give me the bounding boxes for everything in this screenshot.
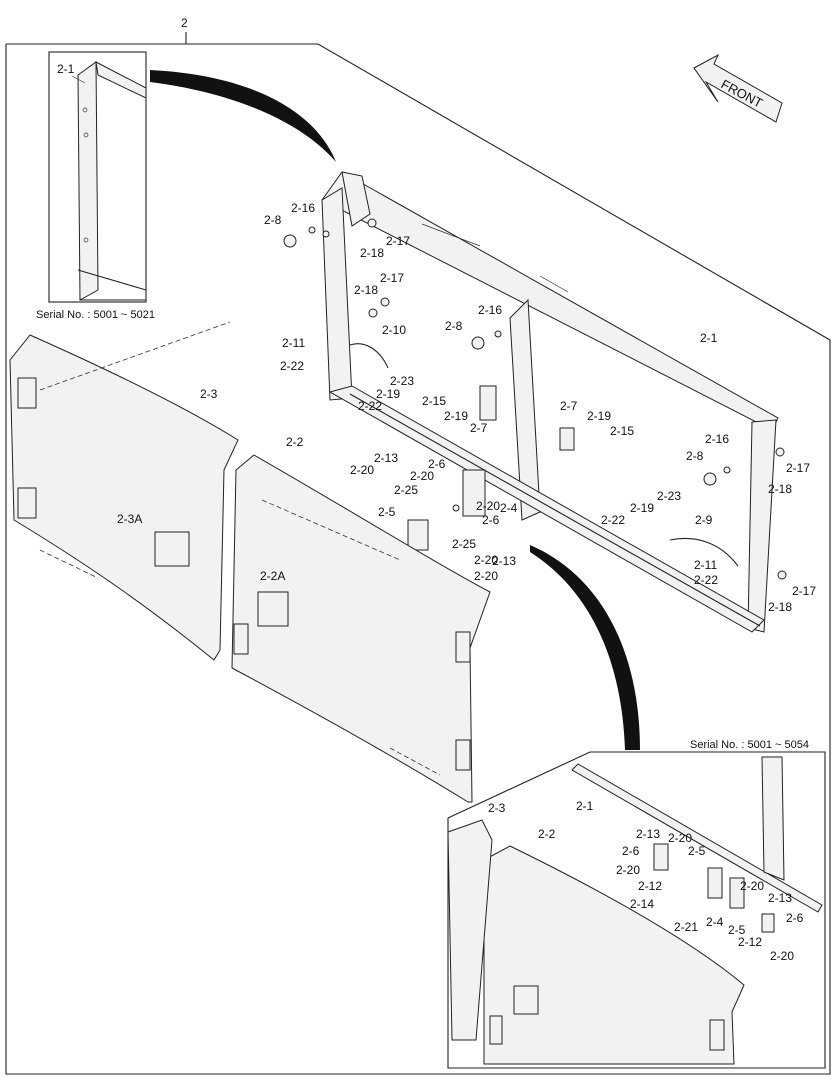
front-arrow-icon: FRONT — [693, 53, 783, 123]
callout-2-23: 2-23 — [657, 489, 681, 503]
inset-bottom: Serial No. : 5001 ~ 5054 2-1 2-3 2-2 2-13 2-… — [447, 739, 826, 1069]
inset-callout-2-21: 2-21 — [674, 920, 698, 934]
callout-2-17: 2-17 — [786, 461, 810, 475]
inset-callout-2-6: 2-6 — [786, 911, 804, 925]
inset-callout-2-5: 2-5 — [728, 923, 746, 937]
inset-callout-2-20: 2-20 — [616, 863, 640, 877]
inset-callout-2-13: 2-13 — [636, 827, 660, 841]
main-frame — [321, 171, 779, 633]
assembly-number: 2 — [181, 16, 188, 30]
callout-2-11: 2-11 — [694, 558, 717, 572]
callout-2-19: 2-19 — [444, 409, 468, 423]
assembly-boundary: 2 — [5, 16, 831, 1075]
inset-callout-2-20: 2-20 — [668, 831, 692, 845]
door-panel-2-2 — [231, 454, 491, 803]
inset-callout-2-5: 2-5 — [688, 844, 706, 858]
callout-2-2A: 2-2A — [260, 569, 285, 583]
side-panel-2-3 — [9, 321, 239, 661]
callout-2-18: 2-18 — [768, 600, 792, 614]
callout-2-15: 2-15 — [610, 424, 634, 438]
hardware — [283, 218, 787, 580]
callout-2-25: 2-25 — [394, 483, 418, 497]
inset-callout-2-4: 2-4 — [706, 915, 724, 929]
callout-2-7: 2-7 — [560, 399, 578, 413]
callout-2-18: 2-18 — [354, 283, 378, 297]
callout-2-20: 2-20 — [350, 463, 374, 477]
callout-2-3A: 2-3A — [117, 512, 142, 526]
inset-callout-2-20: 2-20 — [770, 949, 794, 963]
inset-arrow-top — [150, 70, 336, 162]
callout-2-22: 2-22 — [358, 399, 382, 413]
inset-bottom-serial: Serial No. : 5001 ~ 5054 — [690, 739, 809, 751]
callout-2-13: 2-13 — [374, 451, 398, 465]
callout-2-8: 2-8 — [264, 213, 282, 227]
inset-callout-2-20: 2-20 — [740, 879, 764, 893]
inset-callout-2-3: 2-3 — [488, 801, 506, 815]
callout-2-25: 2-25 — [452, 537, 476, 551]
callout-2-6: 2-6 — [482, 513, 500, 527]
inset-callout-2-13: 2-13 — [768, 891, 792, 905]
callout-2-20: 2-20 — [474, 569, 498, 583]
callout-2-20: 2-20 — [476, 499, 500, 513]
inset-arrow-bottom — [530, 545, 640, 750]
callout-2-18: 2-18 — [360, 246, 384, 260]
callout-2-19: 2-19 — [630, 501, 654, 515]
callout-2-8: 2-8 — [445, 319, 463, 333]
inset-callout-2-1: 2-1 — [576, 799, 594, 813]
inset-callout-2-12: 2-12 — [738, 935, 762, 949]
callout-2-2: 2-2 — [286, 435, 304, 449]
callout-2-8: 2-8 — [686, 449, 704, 463]
callout-2-16: 2-16 — [705, 432, 729, 446]
callout-2-7: 2-7 — [470, 421, 488, 435]
inset-top-serial: Serial No. : 5001 ~ 5021 — [36, 309, 155, 321]
callout-2-13: 2-13 — [492, 554, 516, 568]
callout-2-10: 2-10 — [382, 323, 406, 337]
callout-2-18: 2-18 — [768, 482, 792, 496]
callout-2-17: 2-17 — [380, 271, 404, 285]
callout-2-23: 2-23 — [390, 374, 414, 388]
callout-2-22: 2-22 — [280, 359, 304, 373]
callout-2-15: 2-15 — [422, 394, 446, 408]
callout-2-6: 2-6 — [428, 457, 446, 471]
callout-2-16: 2-16 — [478, 303, 502, 317]
callout-2-5: 2-5 — [378, 505, 396, 519]
callout-2-3: 2-3 — [200, 387, 218, 401]
inset-top: 2-1 Serial No. : 5001 ~ 5021 — [36, 51, 155, 321]
callout-2-22: 2-22 — [694, 573, 718, 587]
callout-2-22: 2-22 — [601, 513, 625, 527]
callout-2-19: 2-19 — [376, 387, 400, 401]
callout-2-20: 2-20 — [474, 553, 498, 567]
callout-2-4: 2-4 — [500, 501, 518, 515]
callout-2-17: 2-17 — [792, 584, 816, 598]
inset-callout-2-6: 2-6 — [622, 844, 640, 858]
callout-2-16: 2-16 — [291, 201, 315, 215]
inset-top-label-2-1: 2-1 — [57, 62, 75, 76]
callout-2-11: 2-11 — [282, 336, 305, 350]
inset-callout-2-2: 2-2 — [538, 827, 556, 841]
callout-2-9: 2-9 — [695, 513, 713, 527]
callout-2-20: 2-20 — [410, 469, 434, 483]
callout-2-19: 2-19 — [587, 409, 611, 423]
inset-callout-2-12: 2-12 — [638, 879, 662, 893]
inset-callout-2-14: 2-14 — [630, 897, 654, 911]
callout-2-17: 2-17 — [386, 234, 410, 248]
callout-2-1: 2-1 — [700, 331, 718, 345]
